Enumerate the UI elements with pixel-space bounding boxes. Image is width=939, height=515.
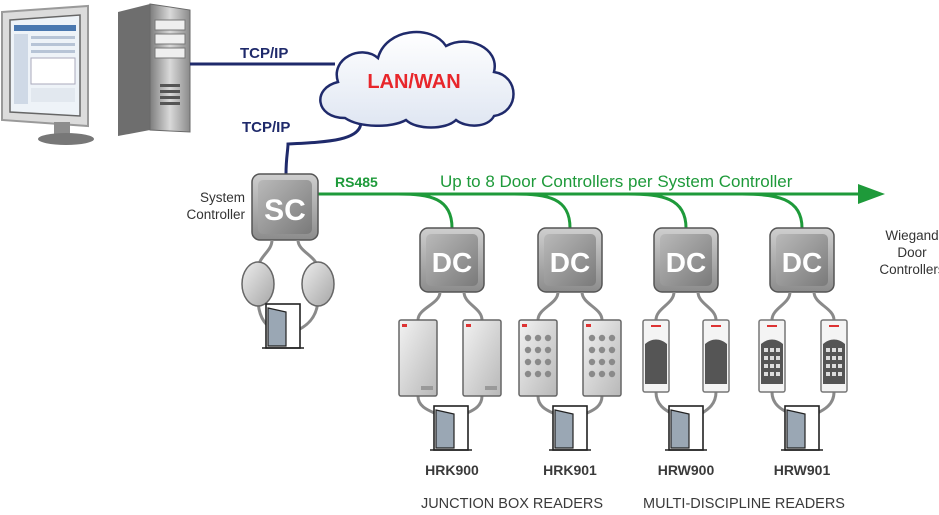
wiegand-caption-3: Controllers	[879, 262, 939, 277]
door-controller-box: DC	[537, 227, 603, 293]
dc-box-label: DC	[550, 247, 590, 278]
bus-caption: Up to 8 Door Controllers per System Cont…	[440, 172, 793, 191]
door-controller-box: DC	[769, 227, 835, 293]
wall-reader-icon	[642, 319, 730, 393]
rs485-bus	[318, 184, 885, 229]
reader-model-label: HRW901	[774, 462, 831, 478]
network-lines	[190, 62, 363, 175]
cloud-icon	[319, 30, 515, 129]
cloud-label: LAN/WAN	[367, 71, 460, 93]
door-icon	[430, 405, 472, 451]
system-controller-box: SC	[251, 173, 319, 241]
door-icon	[549, 405, 591, 451]
reader-model-label: HRK900	[425, 462, 479, 478]
door-icon	[262, 303, 304, 349]
door-controller-column: DC HRK900	[398, 227, 502, 478]
door-controller-column: DC	[518, 227, 622, 478]
wiegand-caption-1: Wiegand	[885, 228, 938, 243]
keypad-reader-icon	[518, 319, 622, 397]
dc-box-label: DC	[782, 247, 822, 278]
wall-keypad-reader-icon	[758, 319, 848, 393]
door-controller-box: DC	[419, 227, 485, 293]
dc-box-label: DC	[432, 247, 472, 278]
tcpip-label-top: TCP/IP	[240, 45, 288, 62]
door-icon	[665, 405, 707, 451]
system-controller-caption-1: System	[200, 190, 245, 205]
sc-box-label: SC	[264, 194, 306, 227]
multi-discipline-readers-label: MULTI-DISCIPLINE READERS	[643, 496, 845, 512]
rs485-label: RS485	[335, 174, 378, 190]
dc-box-label: DC	[666, 247, 706, 278]
tcpip-label-side: TCP/IP	[242, 119, 290, 136]
door-controller-column: DC	[758, 227, 848, 478]
computer-icon	[1, 3, 191, 145]
door-icon	[781, 405, 823, 451]
door-controller-box: DC	[653, 227, 719, 293]
wiegand-caption-2: Door	[897, 245, 927, 260]
door-controller-column: DC HRW900	[642, 227, 730, 478]
junction-box-readers-label: JUNCTION BOX READERS	[421, 496, 603, 512]
reader-model-label: HRW900	[658, 462, 715, 478]
prox-reader-icon	[398, 319, 502, 397]
system-controller-caption-2: Controller	[186, 207, 245, 222]
reader-model-label: HRK901	[543, 462, 597, 478]
